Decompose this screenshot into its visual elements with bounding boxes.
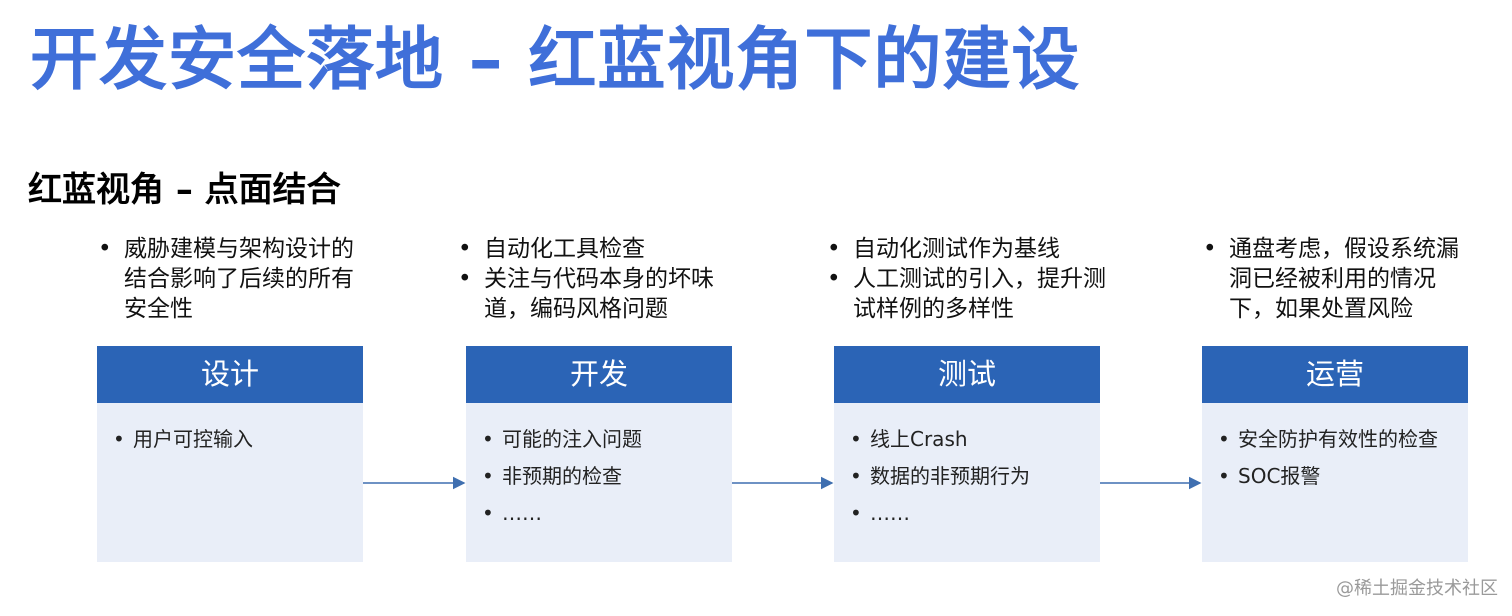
stage-item: 安全防护有效性的检查 [1214,421,1468,458]
stage-item: 线上Crash [846,421,1100,458]
stage-item: SOC报警 [1214,458,1468,495]
stage-item: …… [478,495,732,532]
stage-notes-design: 威胁建模与架构设计的结合影响了后续的所有安全性 [96,234,376,324]
stage-item-list: 安全防护有效性的检查 SOC报警 [1202,403,1468,495]
stage-header: 运营 [1202,346,1468,403]
stage-note: 自动化工具检查 [456,234,746,264]
stage-item: …… [846,495,1100,532]
stage-note: 威胁建模与架构设计的结合影响了后续的所有安全性 [96,234,376,324]
watermark: @稀土掘金技术社区 [1336,578,1498,599]
stage-notes-develop: 自动化工具检查 关注与代码本身的坏味道，编码风格问题 [456,234,746,324]
stage-header: 测试 [834,346,1100,403]
stage-operate: 运营 安全防护有效性的检查 SOC报警 [1202,346,1468,562]
stage-test: 测试 线上Crash 数据的非预期行为 …… [834,346,1100,562]
stage-design: 设计 用户可控输入 [97,346,363,562]
stage-item-list: 线上Crash 数据的非预期行为 …… [834,403,1100,532]
stage-item: 非预期的检查 [478,458,732,495]
page-title: 开发安全落地 – 红蓝视角下的建设 [30,21,1081,100]
stage-item: 数据的非预期行为 [846,458,1100,495]
section-subtitle: 红蓝视角 – 点面结合 [28,170,341,210]
stage-note: 关注与代码本身的坏味道，编码风格问题 [456,264,746,324]
stage-item-list: 可能的注入问题 非预期的检查 …… [466,403,732,532]
stage-header: 设计 [97,346,363,403]
stage-item: 用户可控输入 [109,421,363,458]
stage-note: 人工测试的引入，提升测试样例的多样性 [825,264,1115,324]
stage-develop: 开发 可能的注入问题 非预期的检查 …… [466,346,732,562]
stage-notes-operate: 通盘考虑，假设系统漏洞已经被利用的情况下，如果处置风险 [1201,234,1481,324]
stage-item: 可能的注入问题 [478,421,732,458]
stage-note: 自动化测试作为基线 [825,234,1115,264]
stage-header: 开发 [466,346,732,403]
stage-notes-test: 自动化测试作为基线 人工测试的引入，提升测试样例的多样性 [825,234,1115,324]
stage-note: 通盘考虑，假设系统漏洞已经被利用的情况下，如果处置风险 [1201,234,1481,324]
stage-item-list: 用户可控输入 [97,403,363,458]
